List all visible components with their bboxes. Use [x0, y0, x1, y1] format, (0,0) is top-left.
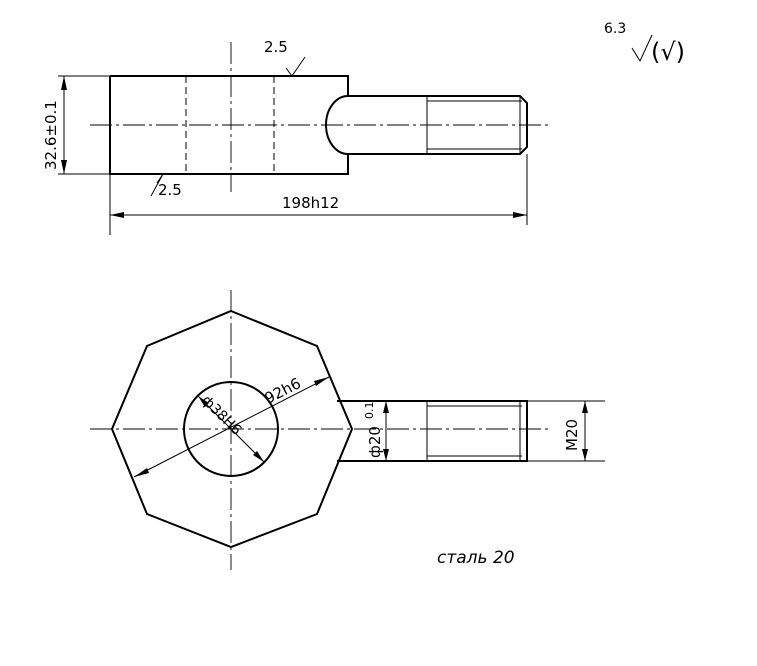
- roughness-symbol-general: 6.3 (√): [604, 21, 685, 66]
- roughness-value: 6.3: [604, 21, 626, 37]
- shank-tolerance-label: 0.1: [363, 402, 376, 420]
- height-arrow-top: [61, 76, 67, 90]
- hole-arrow-upper: [198, 396, 209, 407]
- roughness-top-label: 2.5: [264, 38, 288, 56]
- roughness-paren-symbol: (√): [651, 38, 685, 66]
- height-arrow-bottom: [61, 160, 67, 174]
- shank-arrow-bottom: [383, 449, 389, 461]
- top-view: 92h6 ф38H6 ф20 0.1 M20: [90, 290, 605, 570]
- length-arrow-left: [110, 212, 124, 218]
- roughness-mark-bottom: [150, 173, 164, 197]
- thread-dim-label: M20: [563, 419, 581, 451]
- across-flats-dim-label: 92h6: [262, 374, 304, 407]
- hole-arrow-lower: [253, 451, 264, 462]
- across-flats-arrow-upper: [314, 377, 329, 386]
- roughness-check-icon: [631, 34, 653, 63]
- thread-arrow-top: [582, 401, 588, 413]
- material-note: сталь 20: [437, 548, 515, 568]
- height-dim-label: 32.6±0.1: [42, 100, 60, 170]
- length-dim-label: 198h12: [282, 194, 339, 212]
- across-flats-dim-line: [133, 376, 330, 478]
- hole-dim-line: [197, 395, 265, 463]
- thread-arrow-bottom: [582, 449, 588, 461]
- block-outline-top: [110, 75, 349, 96]
- shank-arrow-top: [383, 401, 389, 413]
- front-view: 2.5 2.5 32.6±0.1 198h12: [42, 38, 548, 235]
- roughness-bottom-label: 2.5: [158, 181, 182, 199]
- roughness-mark-top: [285, 56, 306, 77]
- shank-dim-label: ф20: [366, 426, 384, 458]
- across-flats-arrow-lower: [134, 468, 149, 477]
- length-arrow-right: [513, 212, 527, 218]
- shank-top-outline: [337, 400, 528, 462]
